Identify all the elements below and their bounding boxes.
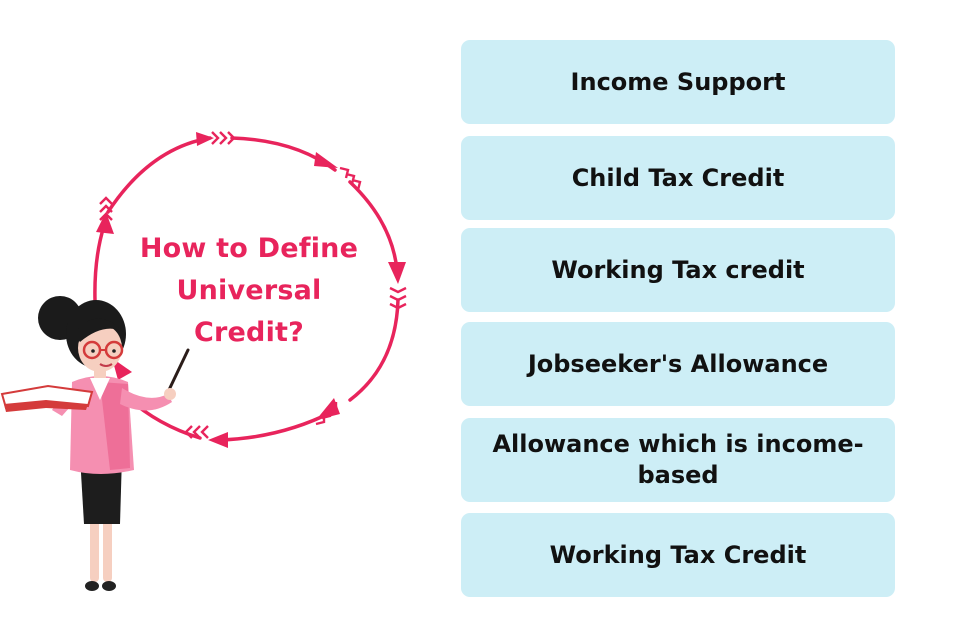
left-leg xyxy=(90,520,99,582)
title-line-1: How to Define xyxy=(139,233,359,264)
feather-icon xyxy=(339,166,362,191)
feather-icon xyxy=(99,196,113,221)
ring-arc-3 xyxy=(348,180,399,272)
ring-arc-4 xyxy=(348,298,400,402)
right-arm xyxy=(120,388,172,411)
benefit-card: Allowance which is income-based xyxy=(461,418,895,502)
right-leg xyxy=(103,520,112,582)
eye-left xyxy=(91,349,95,353)
eye-right xyxy=(112,349,116,353)
feather-icon xyxy=(389,286,407,310)
benefit-card: Working Tax Credit xyxy=(461,513,895,597)
title-line-2: Universal xyxy=(176,275,322,306)
feather-icon xyxy=(211,131,236,145)
arrowhead-icon xyxy=(388,262,406,284)
collar xyxy=(90,378,110,400)
benefit-label: Child Tax Credit xyxy=(571,163,785,192)
diagram-title: How to Define Universal Credit? xyxy=(118,228,380,354)
benefit-card: Child Tax Credit xyxy=(461,136,895,220)
right-shoe xyxy=(102,581,116,591)
arrowhead-icon xyxy=(96,212,114,234)
benefit-label: Working Tax credit xyxy=(551,255,805,284)
arrowhead-icon xyxy=(196,132,214,146)
fringe xyxy=(74,318,124,342)
arrowhead-icon xyxy=(316,398,340,420)
right-hand xyxy=(164,388,176,400)
teacher-illustration xyxy=(0,296,190,591)
pointer-stick xyxy=(166,348,190,394)
ring-arrowheads xyxy=(96,132,406,448)
benefit-label: Income Support xyxy=(570,67,786,96)
arrowhead-icon xyxy=(208,432,228,448)
arrowhead-icon xyxy=(314,152,338,168)
feather-icon xyxy=(184,425,209,439)
mouth xyxy=(99,363,113,367)
feather-icon xyxy=(315,402,338,426)
title-line-3: Credit? xyxy=(194,317,304,348)
benefit-label: Allowance which is income-based xyxy=(492,430,864,489)
benefit-card: Income Support xyxy=(461,40,895,124)
left-shoe xyxy=(85,581,99,591)
benefit-label: Jobseeker's Allowance xyxy=(527,349,829,378)
benefit-label: Working Tax Credit xyxy=(549,540,807,569)
book-cover xyxy=(4,400,88,412)
arrowhead-icon xyxy=(112,358,132,380)
ring-feathers xyxy=(99,131,407,439)
benefit-card: Working Tax credit xyxy=(461,228,895,312)
benefit-card: Jobseeker's Allowance xyxy=(461,322,895,406)
